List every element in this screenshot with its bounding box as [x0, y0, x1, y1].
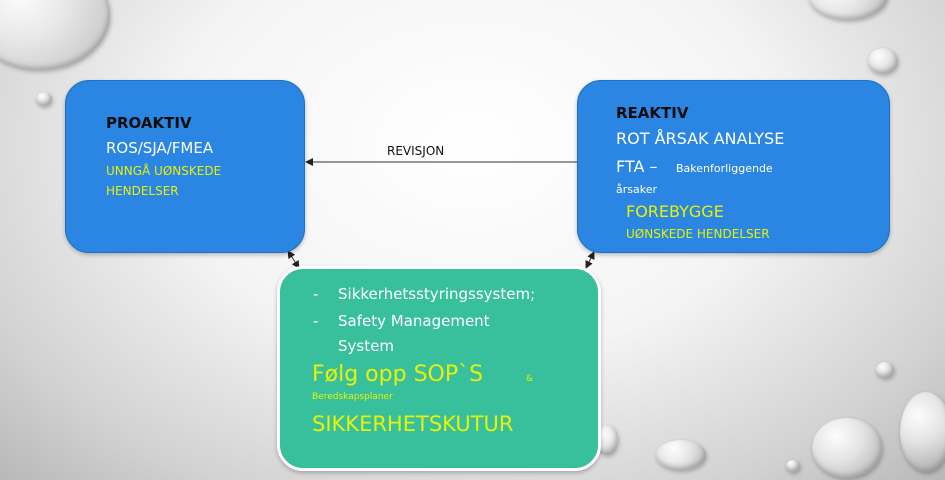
- reactive-prevent-events: UØNSKEDE HENDELSER: [626, 227, 770, 241]
- sms-follow-sops: Følg opp SOP`S: [312, 362, 484, 387]
- sms-follow-amp: &: [526, 374, 534, 384]
- revisjon-label: REVISJON: [387, 144, 445, 158]
- water-drop-decoration: [596, 425, 618, 455]
- sms-emergency-plans: Beredskapsplaner: [312, 392, 393, 402]
- sms-box: [277, 266, 601, 471]
- water-drop-decoration: [900, 392, 945, 472]
- water-drop-decoration: [812, 418, 882, 478]
- right-link-arrow: [585, 251, 595, 269]
- reactive-causes: årsaker: [616, 183, 658, 196]
- water-drop-decoration: [876, 362, 894, 378]
- proactive-goal-line2: HENDELSER: [106, 184, 179, 198]
- water-drop-decoration: [786, 460, 800, 472]
- sms-item-1: Sikkerhetsstyringssystem;: [338, 285, 536, 303]
- water-drop-decoration: [656, 440, 706, 470]
- sms-safety-culture: SIKKERHETSKUTUR: [312, 412, 514, 436]
- reactive-title: REAKTIV: [616, 104, 689, 122]
- left-link-arrow: [287, 250, 300, 269]
- proactive-methods: ROS/SJA/FMEA: [106, 139, 214, 157]
- sms-bullet-1: -: [313, 285, 319, 303]
- water-drop-decoration: [808, 0, 888, 20]
- proactive-title: PROAKTIV: [106, 114, 192, 132]
- proactive-box: [65, 80, 305, 253]
- proactive-goal-line1: UNNGÅ UØNSKEDE: [106, 164, 222, 178]
- reactive-prevent: FOREBYGGE: [626, 202, 724, 221]
- reactive-fta: FTA –: [616, 157, 658, 176]
- sms-bullet-2: -: [313, 312, 319, 330]
- reactive-fta-detail: Bakenforliggende: [676, 162, 773, 175]
- water-drop-decoration: [868, 48, 898, 74]
- water-drop-decoration: [36, 92, 52, 106]
- reactive-root-cause: ROT ÅRSAK ANALYSE: [616, 129, 785, 148]
- sms-item-2b: System: [338, 337, 394, 355]
- reactive-box: [577, 80, 890, 253]
- sms-item-2a: Safety Management: [338, 312, 490, 330]
